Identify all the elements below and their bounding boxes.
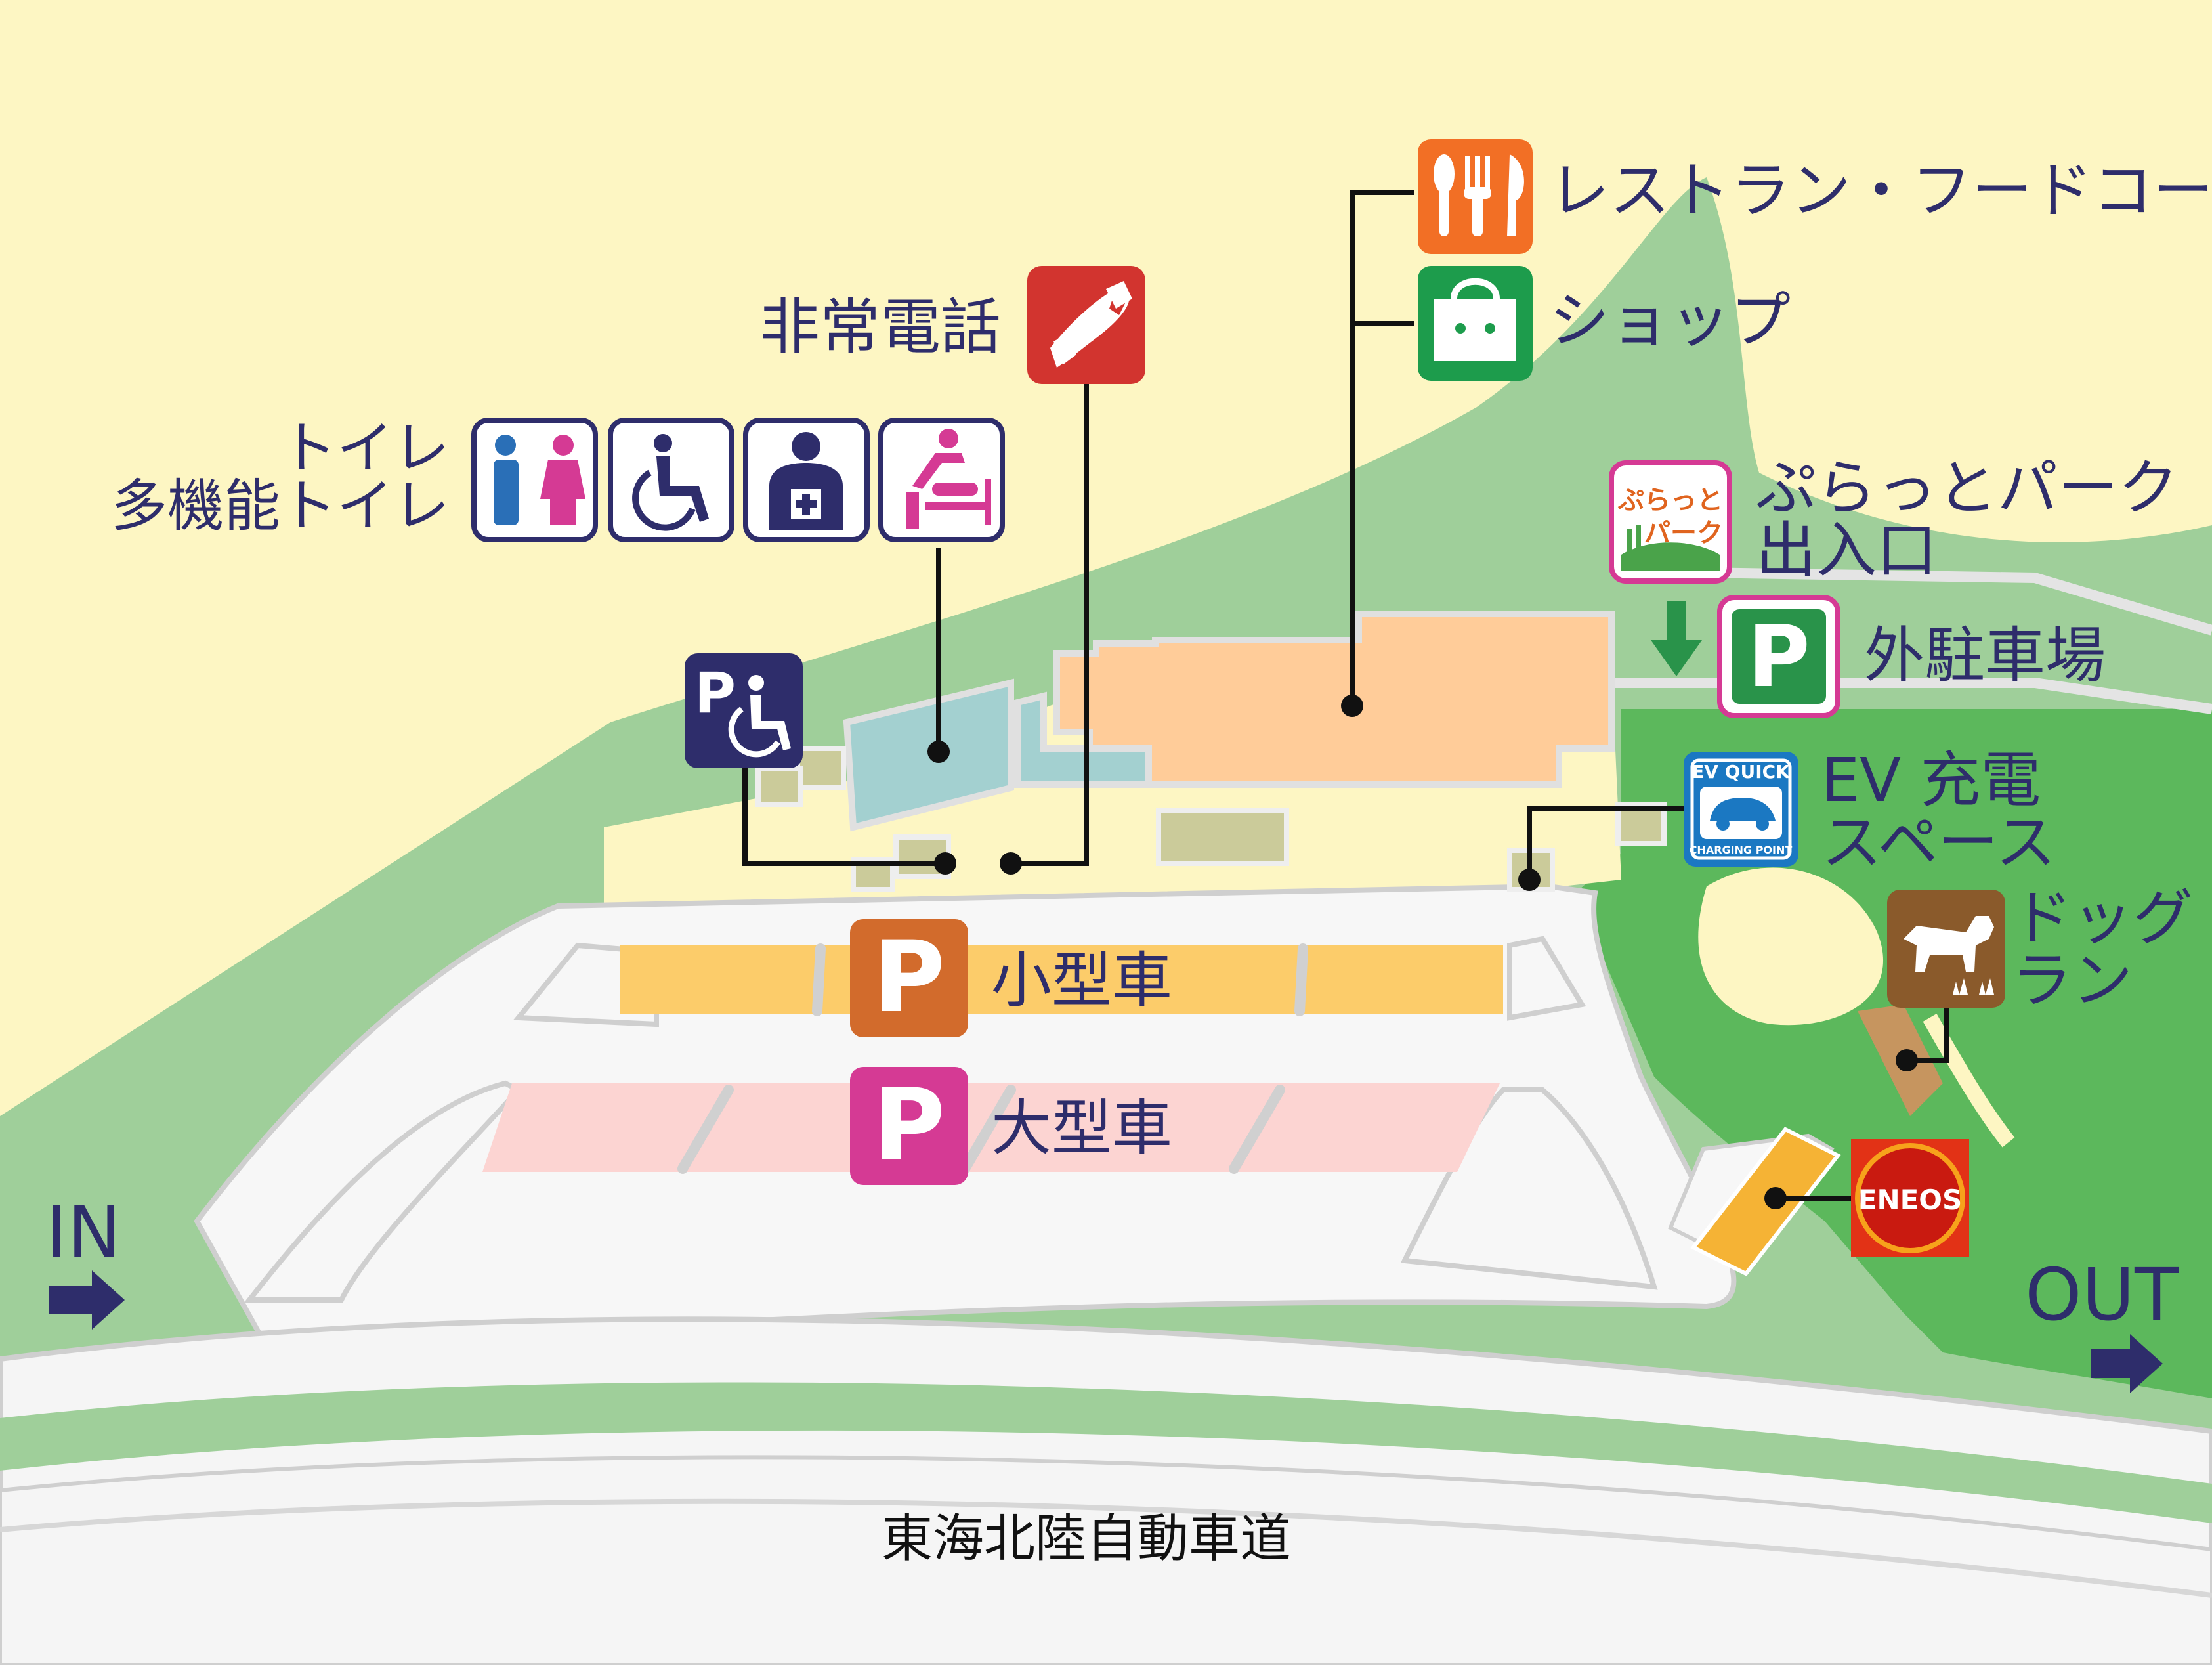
leader-lines — [742, 190, 1949, 1201]
multi-toilet-label: 多機能トイレ — [111, 473, 450, 539]
outer-parking-icon: P — [1717, 595, 1840, 718]
toilet-label: トイレ — [280, 416, 450, 481]
shop-icon — [1418, 266, 1533, 381]
ev-charging-icon: EV QUICK CHARGING POINT — [1684, 752, 1798, 867]
phone-icon — [1027, 266, 1145, 384]
svg-text:P: P — [873, 920, 945, 1035]
svg-text:ぷらっと: ぷらっと — [1617, 485, 1723, 515]
small-car-label: 小型車 — [991, 945, 1172, 1016]
highway-median — [0, 1382, 2212, 1523]
plat-park-label-1: ぷらっとパーク — [1756, 453, 2179, 523]
ev-label-2: スペース — [1821, 808, 2056, 878]
highway-lane-line — [0, 1498, 2212, 1598]
wheelchair-icon — [608, 418, 734, 542]
arrow-down-icon — [1651, 601, 1702, 676]
baby-changing-icon — [878, 418, 1005, 542]
plat-park-label-2: 出入口 — [1756, 515, 1937, 586]
highway-lane — [0, 1455, 2212, 1665]
dog-run-path — [1923, 1014, 2015, 1148]
large-car-parking-icon: P — [850, 1067, 968, 1185]
ostomate-icon — [743, 418, 870, 542]
parking-island — [244, 1080, 523, 1303]
svg-text:CHARGING POINT: CHARGING POINT — [1690, 844, 1793, 856]
parking-island — [1400, 1087, 1658, 1290]
parking-island — [1507, 936, 1586, 1021]
dog-label-2: ラン — [2012, 945, 2133, 1016]
leader-dots — [927, 695, 1918, 1209]
svg-text:パーク: パーク — [1644, 518, 1723, 548]
small-car-dividers — [812, 943, 1308, 1016]
restaurant-label: レストラン・フードコート — [1549, 156, 2212, 226]
svg-text:P: P — [694, 660, 736, 726]
ev-label-1: EV 充電 — [1821, 745, 2041, 815]
outer-parking-label: 外駐車場 — [1864, 620, 2106, 691]
svg-text:EV QUICK: EV QUICK — [1691, 761, 1791, 783]
phone-label: 非常電話 — [759, 292, 1001, 362]
dog-run-clearing — [1698, 867, 1884, 1026]
shop-label: ショップ — [1549, 286, 1791, 356]
small-car-parking-icon: P — [850, 919, 968, 1037]
toilet-annex — [1014, 691, 1152, 788]
plat-park-icon: ぷらっと パーク — [1609, 460, 1732, 584]
highway-label: 東海北陸自動車道 — [882, 1509, 1291, 1568]
svg-text:P: P — [873, 1068, 945, 1182]
small-car-parking-area — [620, 945, 1503, 1014]
arrow-right-icon — [49, 1270, 125, 1330]
svg-text:P: P — [1747, 607, 1810, 706]
svg-text:ENEOS: ENEOS — [1858, 1184, 1962, 1216]
large-car-dividers — [677, 1085, 1285, 1174]
in-label: IN — [46, 1190, 121, 1274]
restroom-icon — [471, 418, 598, 542]
arrow-right-icon — [2091, 1334, 2163, 1393]
large-car-label: 大型車 — [991, 1093, 1172, 1163]
accessible-parking-icon: P — [685, 653, 803, 768]
restaurant-building — [1053, 611, 1615, 788]
eneos-icon: ENEOS — [1851, 1139, 1969, 1257]
dog-icon — [1887, 890, 2005, 1008]
restaurant-icon — [1418, 139, 1533, 254]
out-label: OUT — [2025, 1253, 2179, 1337]
dog-label-1: ドッグ — [2012, 883, 2193, 953]
